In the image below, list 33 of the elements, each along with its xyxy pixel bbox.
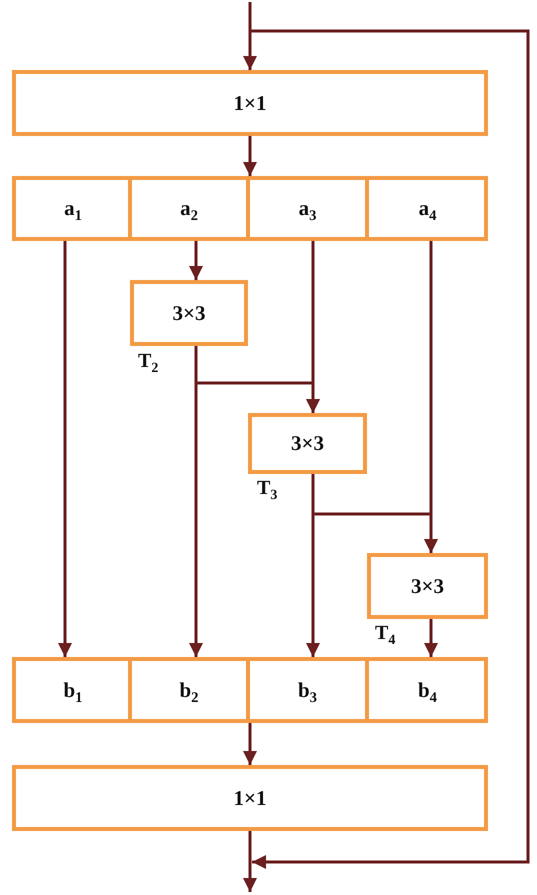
split-cell: a$_{4}$ <box>365 180 486 237</box>
arrow <box>250 30 530 869</box>
conv-label: 3×3 <box>291 431 324 456</box>
arrow <box>424 241 438 553</box>
arrow <box>58 241 72 657</box>
conv-box <box>12 70 488 136</box>
conv-label: 1×1 <box>234 786 266 810</box>
split-cell: b$_{3}$ <box>246 661 365 719</box>
split-cell: b$_{1}$ <box>16 661 130 719</box>
split-row-box <box>12 657 488 723</box>
conv-box <box>248 413 367 474</box>
arrow <box>243 2 257 70</box>
conv-label: 3×3 <box>172 300 206 326</box>
split-row-box <box>12 176 488 241</box>
conv-box <box>367 553 488 619</box>
split-cell: b$_{4}$ <box>365 661 486 719</box>
output-label: T$_{4}$ <box>375 622 396 649</box>
split-cell: b$_{2}$ <box>128 661 246 719</box>
output-label: T$_{2}$ <box>138 350 158 377</box>
arrow <box>243 136 257 176</box>
arrow <box>243 723 257 765</box>
conv-box <box>130 280 248 346</box>
conv-box <box>12 765 488 831</box>
output-label: T$_{3}$ <box>257 477 278 504</box>
arrow <box>243 831 257 892</box>
arrow <box>424 619 438 657</box>
arrow <box>189 241 203 280</box>
split-cell: a$_{3}$ <box>246 180 365 237</box>
conv-label: 1×1 <box>234 90 266 116</box>
arrow <box>306 241 320 413</box>
split-cell: a$_{2}$ <box>128 180 246 237</box>
split-cell: a$_{1}$ <box>16 180 130 237</box>
conv-label: 3×3 <box>411 574 444 598</box>
